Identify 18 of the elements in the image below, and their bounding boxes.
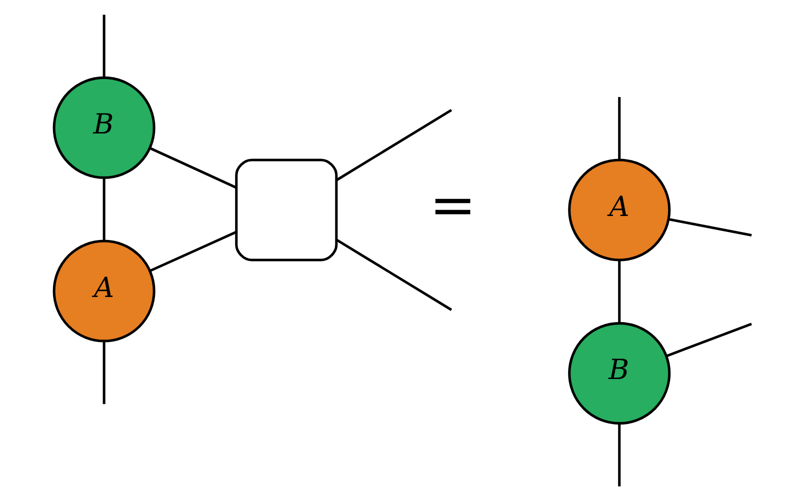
connector	[102, 178, 106, 241]
connector	[102, 14, 106, 78]
connector	[150, 230, 237, 272]
connector	[618, 260, 621, 324]
connector	[666, 322, 752, 358]
connector	[618, 424, 621, 486]
connector	[618, 97, 621, 160]
node-circle: A	[52, 240, 156, 342]
connector	[336, 238, 452, 311]
label: =	[430, 173, 476, 238]
node-circle: A	[568, 158, 671, 262]
connector	[149, 146, 237, 189]
connector	[102, 341, 106, 404]
connector	[336, 109, 452, 182]
node-box	[235, 158, 338, 262]
node-circle: B	[568, 322, 671, 425]
node-circle: B	[52, 76, 156, 179]
connector	[668, 218, 752, 237]
